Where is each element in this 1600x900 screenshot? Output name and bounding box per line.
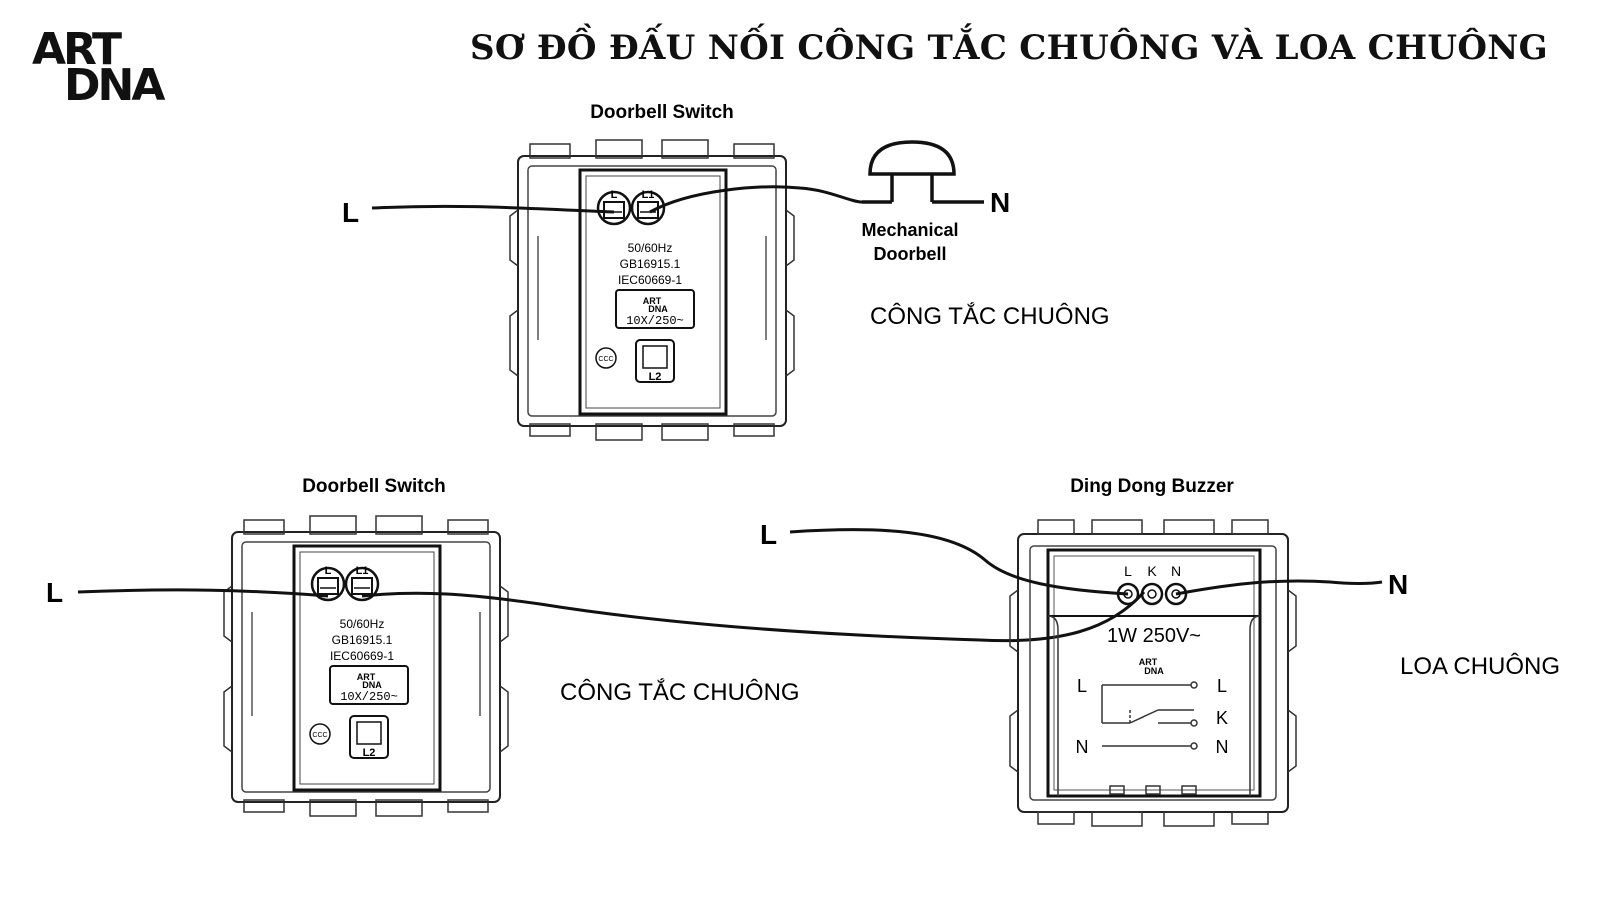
spec-frequency: 50/60Hz [340,617,385,631]
wire-switch-to-buzzer-k [361,590,1146,643]
wire-line-to-switch-top [371,204,615,214]
spec-iec-standard: IEC60669-1 [618,273,682,287]
plate-brand-art: ART [643,296,662,306]
diagram1-switch-label: Doorbell Switch [590,102,734,123]
wire-switch-to-doorbell [649,185,863,214]
wire-label-n-top: N [990,187,1010,218]
terminal-l-label: L [611,189,618,201]
buzzer-terminal-l-label: L [1124,563,1132,579]
schematic-right-n: N [1216,737,1229,757]
terminal-l1-label: L1 [642,189,655,201]
logo-line-dna: DNA [64,60,165,111]
plate-brand-dna: DNA [362,680,382,690]
schematic-right-l: L [1217,676,1227,696]
cert-mark: CCC [598,356,613,363]
terminal-l1-label: L1 [356,565,369,577]
logo-line-art: ART [32,24,122,75]
ding-dong-buzzer-module: L K N 1W 250V~ ART DNA L N L K N [1008,518,1298,828]
plate-rating: 10X/250~ [626,314,684,328]
plate-brand-art: ART [357,672,376,682]
spec-gb-standard: GB16915.1 [332,633,393,647]
schematic-left-l: L [1077,676,1087,696]
plate-rating: 10X/250~ [340,690,398,704]
wire-label-l-switch-bottom: L [46,577,63,608]
wire-line-to-switch-bottom [77,588,329,598]
cert-mark: CCC [312,732,327,739]
diagram2-switch-label: Doorbell Switch [302,476,446,497]
plate-brand-dna: DNA [648,304,668,314]
wire-label-n-buzzer: N [1388,569,1408,600]
buzzer-brand-dna: DNA [1144,666,1164,676]
spec-frequency: 50/60Hz [628,241,673,255]
page-title: SƠ ĐỒ ĐẤU NỐI CÔNG TẮC CHUÔNG VÀ LOA CHU… [470,28,1548,68]
schematic-right-k: K [1216,708,1228,728]
diagram2-buzzer-label: Ding Dong Buzzer [1070,476,1234,497]
wire-l-to-buzzer [789,528,1129,596]
artdna-logo: ART DNA [30,28,180,110]
wire-label-l-buzzer: L [760,519,777,550]
spec-iec-standard: IEC60669-1 [330,649,394,663]
buzzer-brand-art: ART [1139,657,1158,667]
caption-doorbell-switch-top: CÔNG TẮC CHUÔNG [870,302,1110,330]
doorbell-switch-module-bottom: L L1 50/60Hz GB16915.1 IEC60669-1 ART DN… [222,514,510,818]
terminal-l-label: L [325,565,332,577]
spec-gb-standard: GB16915.1 [620,257,681,271]
schematic-left-n: N [1076,737,1089,757]
caption-doorbell-switch-bottom: CÔNG TẮC CHUÔNG [560,678,800,706]
buzzer-terminal-k-label: K [1147,563,1157,579]
mechanical-doorbell-icon [862,140,984,204]
terminal-l2-label: L2 [649,371,662,383]
caption-buzzer: LOA CHUÔNG [1400,652,1560,680]
doorbell-switch-module-top: L L1 50/60Hz GB16915.1 IEC60669-1 ART DN… [508,138,796,442]
mechanical-doorbell-label-2: Doorbell [873,244,946,264]
buzzer-rating: 1W 250V~ [1107,625,1201,647]
terminal-l2-label: L2 [363,747,376,759]
wire-label-l-top: L [342,197,359,228]
mechanical-doorbell-label-1: Mechanical [861,220,958,240]
buzzer-terminal-n-label: N [1171,563,1181,579]
wire-n-from-buzzer [1175,579,1383,596]
